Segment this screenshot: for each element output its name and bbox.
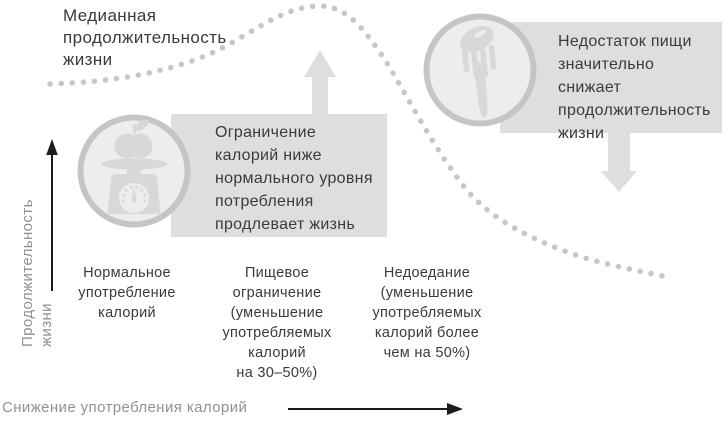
category-dietary-restriction: Пищевое ограничение (уменьшение употребл… xyxy=(222,265,332,381)
down-arrow-icon xyxy=(601,132,637,192)
callout-malnutrition-text: Недостаток пищи значительно снижает прод… xyxy=(558,33,711,142)
callout-restriction-text: Ограничение калорий ниже нормального уро… xyxy=(215,124,373,233)
chart-title: Медианная продолжительность жизни xyxy=(63,6,227,69)
fork-icon xyxy=(423,13,537,127)
category-normal-intake: Нормальное употребление калорий xyxy=(78,265,176,321)
fork-glyph xyxy=(459,25,497,118)
lifespan-curve xyxy=(47,3,670,280)
up-arrow-icon xyxy=(304,50,336,115)
callout-restriction: Ограничение калорий ниже нормального уро… xyxy=(171,114,387,237)
y-axis-arrow xyxy=(46,139,58,291)
category-malnutrition: Недоедание (уменьшение употребляемых кал… xyxy=(372,265,482,361)
x-axis-label: Снижение употребления калорий xyxy=(2,399,248,416)
kitchen-scale-glyph xyxy=(101,119,167,214)
kitchen-scale-icon xyxy=(77,114,191,228)
callout-malnutrition: Недостаток пищи значительно снижает прод… xyxy=(500,22,722,142)
y-axis-label: Продолжительность жизни xyxy=(19,199,55,347)
x-axis-arrow xyxy=(288,403,463,415)
